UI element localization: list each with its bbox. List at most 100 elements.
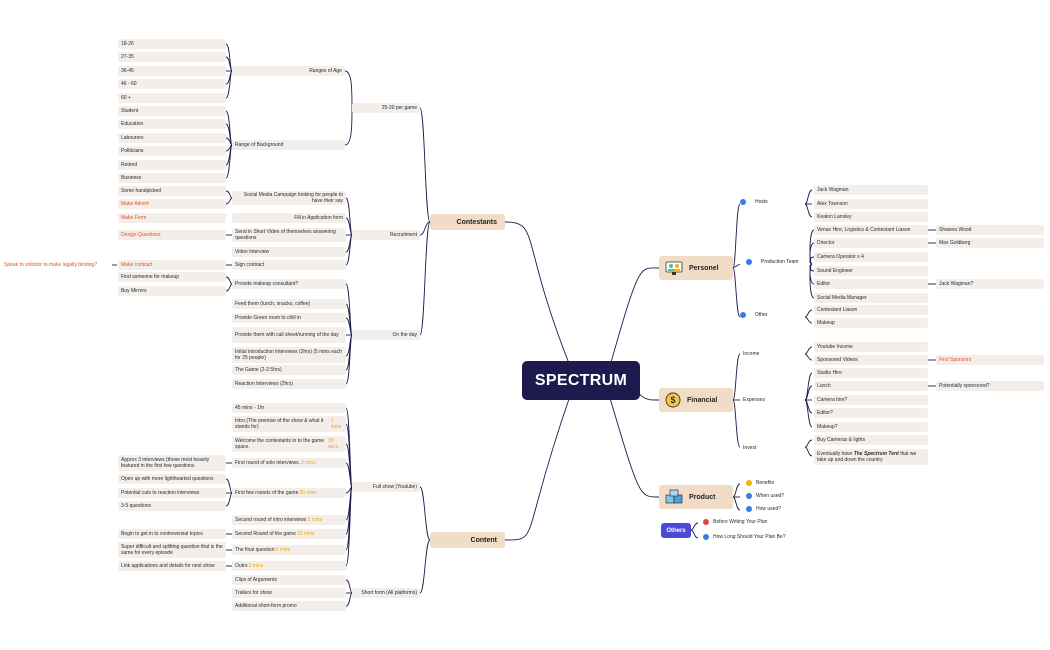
leaf-sound-engineer[interactable]: Sound Engineer <box>814 266 928 276</box>
leaf-background-4[interactable]: Politicians <box>118 146 226 156</box>
node-ranges-of-age[interactable]: Ranges of Age <box>232 66 345 76</box>
leaf-camera-hire[interactable]: Camera hire? <box>814 395 928 405</box>
leaf-age-5[interactable]: 60 + <box>118 93 226 103</box>
leaf-contreversial[interactable]: Begin to get in to contreversial topics <box>118 529 226 539</box>
node-call-sheet[interactable]: Provide them with call sheet/running of … <box>232 327 346 343</box>
branch-contestants[interactable]: Contestants <box>430 214 505 230</box>
node-duration[interactable]: 45 mins - 1hr <box>232 403 346 413</box>
leaf-contestant-liason[interactable]: Contestant Liason <box>814 305 928 315</box>
branch-content[interactable]: Content <box>430 532 505 548</box>
leaf-buy-cameras[interactable]: Buy Cameras & lights <box>814 435 928 445</box>
leaf-some-handpicked[interactable]: Some handpicked <box>118 186 226 196</box>
leaf-background-1[interactable]: Student <box>118 106 226 116</box>
node-full-show[interactable]: Full show (Youtube) <box>352 482 420 492</box>
leaf-make-advert[interactable]: Make Advert <box>118 199 226 209</box>
leaf-host-3[interactable]: Keaton Lansley <box>814 212 928 222</box>
node-sign-contract[interactable]: Sign contract <box>232 260 346 270</box>
node-social-media[interactable]: Social Media Campaign looking for people… <box>232 191 346 205</box>
leaf-editor-person[interactable]: Jack Wagman? <box>936 279 1044 289</box>
leaf-design-questions[interactable]: Design Questions <box>118 230 226 240</box>
leaf-super-difficult[interactable]: Super difficult and splitting question t… <box>118 542 226 558</box>
node-income[interactable]: Income <box>743 351 760 357</box>
node-outro[interactable]: Outro 2 mins <box>232 561 346 571</box>
branch-financial[interactable]: $ Financial <box>659 388 733 412</box>
leaf-age-4[interactable]: 46 - 60 <box>118 79 226 89</box>
leaf-sponsored-videos[interactable]: Sponsored Videos <box>814 355 928 365</box>
node-short-video[interactable]: Send in Short Video of themselves answer… <box>232 228 346 242</box>
leaf-background-3[interactable]: Labourers <box>118 133 226 143</box>
node-expenses[interactable]: Expenses <box>743 397 765 403</box>
node-fill-form[interactable]: Fill in Application form <box>232 213 346 223</box>
leaf-background-6[interactable]: Business <box>118 173 226 183</box>
leaf-make-contract[interactable]: Make contract <box>118 260 226 270</box>
leaf-venue-person[interactable]: Shawna Wood <box>936 225 1044 235</box>
node-the-game[interactable]: The Game (2-2.5hrs) <box>232 365 346 375</box>
leaf-makeup[interactable]: Makeup <box>814 318 928 328</box>
leaf-buy-mirrors[interactable]: Buy Mirrors <box>118 286 226 296</box>
node-second-intro[interactable]: Second round of intro interviews 3 mins <box>232 515 346 525</box>
leaf-spectrum-tent[interactable]: Eventually have The Spectrum Tent that w… <box>814 449 928 465</box>
leaf-makeup-cost[interactable]: Makeup? <box>814 422 928 432</box>
node-final-question[interactable]: The final question 5 mins <box>232 545 346 555</box>
central-topic[interactable]: SPECTRUM <box>522 361 640 400</box>
leaf-lighthearted[interactable]: Open up with more lighthearted questions <box>118 474 226 484</box>
leaf-director-person[interactable]: Max Goldberg <box>936 238 1044 248</box>
leaf-solicitor[interactable]: Speak to solicitor to make legally bindi… <box>4 262 98 268</box>
node-invest[interactable]: Invest <box>743 445 757 451</box>
node-makeup-consultant[interactable]: Provide makeup consultant? <box>232 279 346 289</box>
leaf-host-1[interactable]: Jack Wagman <box>814 185 928 195</box>
leaf-approx[interactable]: Approx 3 interviews (those most heavily … <box>118 455 226 471</box>
leaf-potentially-sponsored[interactable]: Potentially sponsored? <box>936 381 1044 391</box>
node-short-form[interactable]: Short form (All platforms) <box>352 588 420 598</box>
node-production-team[interactable]: Production Team <box>746 259 798 265</box>
leaf-age-2[interactable]: 27-35 <box>118 52 226 62</box>
leaf-venue[interactable]: Venue Hire, Logistics & Contestant Liaso… <box>814 225 928 235</box>
leaf-lunch[interactable]: Lunch <box>814 381 928 391</box>
node-other[interactable]: Other <box>740 312 768 318</box>
leaf-find-sponsors[interactable]: Find Sponsors <box>936 355 1044 365</box>
leaf-age-1[interactable]: 18-26 <box>118 39 226 49</box>
branch-product[interactable]: Product <box>659 485 733 509</box>
node-how-long[interactable]: How Long Should Your Plan Be? <box>703 534 786 540</box>
node-how-used[interactable]: How used? <box>746 506 781 512</box>
node-feed[interactable]: Feed them (lunch, snacks, coffee) <box>232 299 346 309</box>
node-game-count[interactable]: 25-30 per game <box>352 103 420 113</box>
leaf-age-3[interactable]: 36-45 <box>118 66 226 76</box>
node-before-writing[interactable]: Before Writing Your Plan <box>703 519 767 525</box>
node-benefits[interactable]: Benefits <box>746 480 774 486</box>
node-first-rounds[interactable]: First few rounds of the game 20 mins <box>232 488 346 498</box>
leaf-background-5[interactable]: Retired <box>118 160 226 170</box>
leaf-studio-hire[interactable]: Studio Hire <box>814 368 928 378</box>
node-solo-interviews[interactable]: First round of solo interviews. 3 mins <box>232 458 346 468</box>
leaf-link-apps[interactable]: Link applications and details for next s… <box>118 561 226 571</box>
node-clips[interactable]: Clips of Arguments <box>232 575 346 585</box>
node-welcome[interactable]: Welcome the contestants in to the game s… <box>232 436 346 452</box>
node-green-room[interactable]: Provide Green room to chill in <box>232 313 346 323</box>
leaf-background-2[interactable]: Education <box>118 119 226 129</box>
leaf-cuts[interactable]: Potential cuts to reaction interviews <box>118 488 226 498</box>
node-video-interview[interactable]: Video Interview <box>232 247 346 257</box>
leaf-make-form[interactable]: Make Form <box>118 213 226 223</box>
leaf-three-five[interactable]: 3-5 questions <box>118 501 226 511</box>
leaf-editor[interactable]: Editor <box>814 279 928 289</box>
others-button[interactable]: Others <box>661 523 691 538</box>
leaf-youtube-income[interactable]: Youtube Income <box>814 342 928 352</box>
node-recruitment[interactable]: Recruitment <box>352 230 420 240</box>
leaf-camera-operator[interactable]: Camera Operator x 4 <box>814 252 928 262</box>
leaf-social-manager[interactable]: Social Media Manager <box>814 293 928 303</box>
leaf-host-2[interactable]: Alex Townson <box>814 199 928 209</box>
node-range-of-background[interactable]: Range of Background <box>232 140 345 150</box>
node-on-the-day[interactable]: On the day <box>352 330 420 340</box>
node-intro-interviews[interactable]: Initial introduction interviews (2hrs) (… <box>232 347 346 363</box>
node-reaction[interactable]: Reaction Interviews (2hrs) <box>232 379 346 389</box>
leaf-editor-cost[interactable]: Editor? <box>814 408 928 418</box>
node-when-used[interactable]: When used? <box>746 493 784 499</box>
node-additional[interactable]: Additional short-form promo <box>232 601 346 611</box>
node-trailers[interactable]: Trailers for show <box>232 588 346 598</box>
node-intro[interactable]: Intro (The premise of the show & what it… <box>232 416 346 432</box>
leaf-director[interactable]: Director <box>814 238 928 248</box>
node-hosts[interactable]: Hosts <box>740 199 768 205</box>
node-second-game[interactable]: Second Round of the game 15 mins <box>232 529 346 539</box>
leaf-find-makeup[interactable]: Find someone for makeup <box>118 272 226 282</box>
branch-personel[interactable]: Personel <box>659 256 733 280</box>
